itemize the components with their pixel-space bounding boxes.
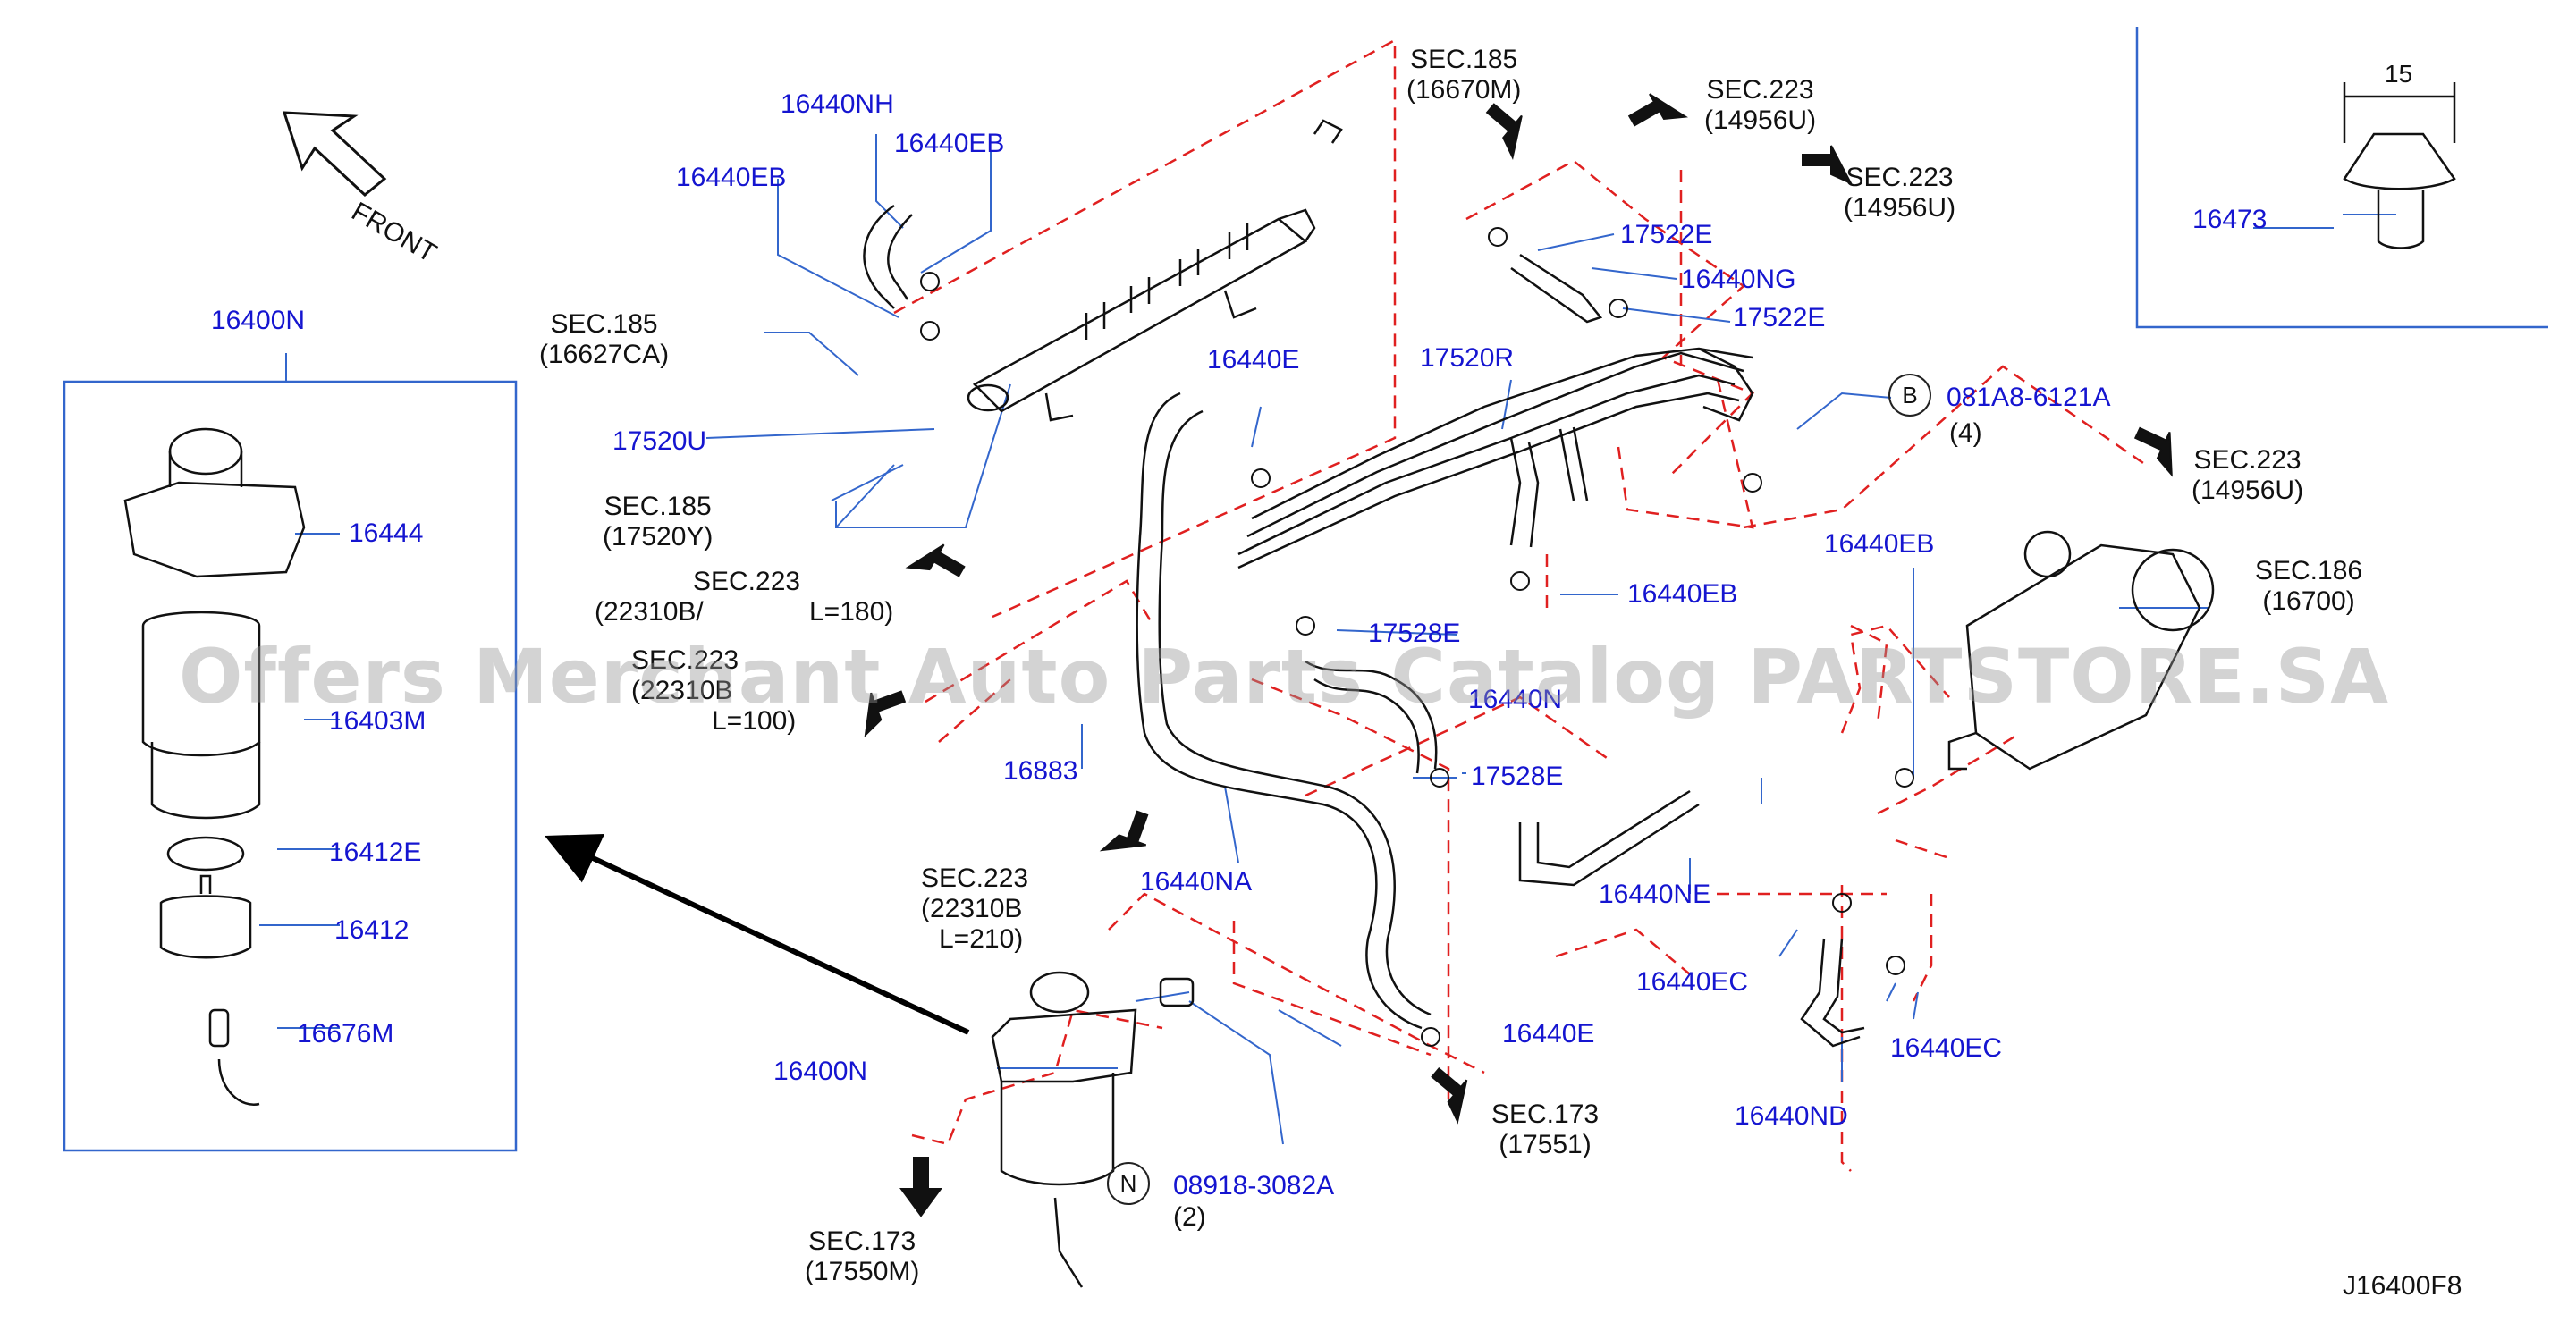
clip-16473 <box>2343 82 2456 249</box>
section-part: (16700) <box>2262 586 2355 616</box>
part-16440nh-label[interactable]: 16440NH <box>781 89 894 119</box>
part-16412e-label[interactable]: 16412E <box>329 838 422 867</box>
section-part: (14956U) <box>1844 193 1956 223</box>
part-16403m-label[interactable]: 16403M <box>329 706 427 736</box>
part-16444-label[interactable]: 16444 <box>349 518 424 548</box>
section-ref-label[interactable]: SEC.185 (17520Y) <box>603 492 713 552</box>
fuel-pump <box>1947 530 2215 771</box>
section-ref-label[interactable]: SEC.223 (14956U) <box>1704 75 1816 136</box>
part-16440ne-label[interactable]: 16440NE <box>1599 880 1711 909</box>
section-length: L=100) <box>712 706 797 736</box>
part-16440na-label[interactable]: 16440NA <box>1140 867 1253 897</box>
filter-detail-frame <box>63 380 518 1152</box>
section-part: (22310B/ <box>595 597 704 627</box>
diagram-code: J16400F8 <box>2343 1271 2462 1301</box>
section-name: SEC.173 <box>808 1226 916 1256</box>
part-16412-label[interactable]: 16412 <box>334 915 410 945</box>
section-part: (17551) <box>1499 1130 1592 1159</box>
section-ref-label[interactable]: SEC.223 (14956U) <box>1844 163 1955 223</box>
front-arrow-icon <box>282 111 387 197</box>
quantity-label: (4) <box>1949 418 1982 448</box>
part-16440e-label[interactable]: 16440E <box>1502 1019 1595 1049</box>
hose-16440ne <box>1518 789 1700 887</box>
section-name: SEC.223 <box>1706 75 1814 105</box>
front-label: FRONT <box>346 197 442 269</box>
small-hoses <box>863 119 1603 324</box>
part-16440nd-label[interactable]: 16440ND <box>1735 1101 1848 1131</box>
part-16440ec-label[interactable]: 16440EC <box>1636 967 1749 997</box>
part-16440ng-label[interactable]: 16440NG <box>1681 265 1796 294</box>
filter-detail-parts <box>123 427 306 1107</box>
injection-pipes <box>1237 347 1754 569</box>
part-16440eb-label[interactable]: 16440EB <box>1627 579 1738 609</box>
part-16400n-label[interactable]: 16400N <box>211 306 306 335</box>
section-ref-label[interactable]: SEC.223 (22310B L=210) <box>921 863 1153 955</box>
section-ref-label[interactable]: SEC.173 (17550M) <box>805 1226 919 1287</box>
section-name: SEC.173 <box>1491 1099 1600 1129</box>
callout-b-circle: B <box>1888 374 1931 417</box>
section-ref-label[interactable]: SEC.185 (16627CA) <box>539 309 669 370</box>
section-ref-label[interactable]: SEC.223 (22310B L=100) <box>631 645 917 737</box>
part-17528e-label[interactable]: 17528E <box>1471 762 1564 791</box>
watermark-text: Offers Merchant Auto Parts Catalog PARTS… <box>179 633 2390 720</box>
section-part: (22310B <box>631 676 733 705</box>
part-081a8-6121a-label[interactable]: 081A8-6121A <box>1947 383 2111 412</box>
section-length: L=180) <box>809 597 894 627</box>
part-17528e-label[interactable]: 17528E <box>1368 619 1461 648</box>
part-17522e-label[interactable]: 17522E <box>1733 303 1826 333</box>
leader-lines <box>259 134 2396 1145</box>
hose-16440n <box>1305 660 1438 774</box>
part-16440eb-label[interactable]: 16440EB <box>894 129 1005 158</box>
quantity-label: (2) <box>1173 1202 1206 1232</box>
part-17522e-label[interactable]: 17522E <box>1620 220 1713 249</box>
filter-direction-arrow <box>545 834 970 1035</box>
section-name: SEC.223 <box>693 567 801 596</box>
section-name: SEC.185 <box>1410 45 1518 74</box>
part-16440ec-label[interactable]: 16440EC <box>1890 1033 2003 1063</box>
section-name: SEC.223 <box>631 645 739 675</box>
section-part: (22310B <box>921 894 1023 923</box>
section-part: (17520Y) <box>603 522 714 552</box>
hose-clamps <box>920 227 1914 1047</box>
part-16400n-label[interactable]: 16400N <box>773 1057 868 1086</box>
section-part: (16627CA) <box>539 340 670 369</box>
part-17520u-label[interactable]: 17520U <box>612 426 707 456</box>
part-17520r-label[interactable]: 17520R <box>1420 343 1515 373</box>
section-part: (16670M) <box>1406 75 1522 105</box>
section-part: (14956U) <box>1704 105 1817 135</box>
part-16473-label[interactable]: 16473 <box>2192 205 2268 234</box>
section-ref-label[interactable]: SEC.173 (17551) <box>1491 1099 1599 1160</box>
dimension-label: 15 <box>2385 60 2413 88</box>
section-length: L=210) <box>939 924 1024 954</box>
part-16440eb-label[interactable]: 16440EB <box>676 163 787 192</box>
section-ref-label[interactable]: SEC.185 (16670M) <box>1406 45 1521 105</box>
section-name: SEC.186 <box>2255 556 2363 585</box>
section-part: (17550M) <box>805 1257 920 1286</box>
hose-16440nd <box>1800 938 1865 1048</box>
callout-n-circle: N <box>1107 1162 1150 1205</box>
section-name: SEC.185 <box>604 492 712 521</box>
part-16440eb-label[interactable]: 16440EB <box>1824 529 1935 559</box>
section-part: (14956U) <box>2192 476 2304 505</box>
part-16883-label[interactable]: 16883 <box>1003 756 1078 786</box>
section-name: SEC.223 <box>921 863 1029 893</box>
section-name: SEC.223 <box>2193 445 2302 475</box>
part-16676m-label[interactable]: 16676M <box>297 1019 394 1049</box>
section-ref-label[interactable]: SEC.186 (16700) <box>2255 556 2362 617</box>
section-name: SEC.185 <box>550 309 658 339</box>
clip-detail-frame <box>2135 27 2548 329</box>
part-16440e-label[interactable]: 16440E <box>1207 345 1300 375</box>
part-16440n-label[interactable]: 16440N <box>1468 685 1563 714</box>
section-ref-label[interactable]: SEC.223 (22310B/ L=180) <box>595 567 916 628</box>
fuel-rail <box>967 208 1316 422</box>
section-ref-label[interactable]: SEC.223 (14956U) <box>2192 445 2303 506</box>
section-name: SEC.223 <box>1845 163 1954 192</box>
part-08918-3082a-label[interactable]: 08918-3082A <box>1173 1171 1335 1200</box>
section-arrows <box>864 93 2173 1217</box>
hose-16440na <box>1136 392 1432 1030</box>
